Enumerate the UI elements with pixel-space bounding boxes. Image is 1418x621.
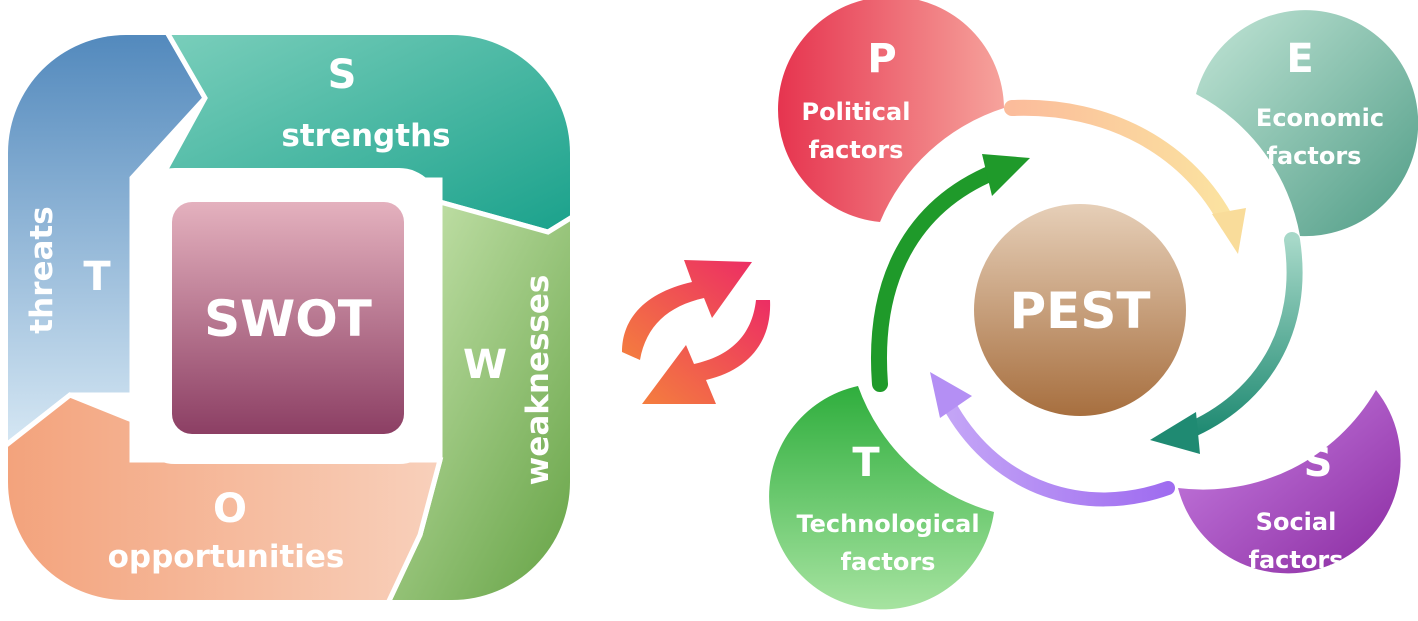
cycle-arrow-social-to-technological [945, 403, 1175, 507]
cycle-arrowhead-top [1212, 208, 1246, 254]
political-line1: Political [802, 98, 911, 126]
opportunities-segment [8, 392, 444, 600]
social-line2: factors [1249, 546, 1344, 574]
pest-panel: PEST P Political factors E Economic fact… [769, 0, 1418, 610]
strengths-letter: S [328, 52, 357, 98]
swot-core [172, 202, 404, 434]
cycle-arrowhead-right [1150, 412, 1200, 454]
technological-line1: Technological [796, 510, 979, 538]
pest-core [974, 204, 1186, 416]
social-bubble [1178, 390, 1401, 574]
technological-bubble [769, 386, 994, 610]
cycle-arrow-technological-to-political [871, 164, 1002, 392]
cycle-arrowhead-left [982, 154, 1030, 196]
weaknesses-label: weaknesses [520, 275, 556, 486]
economic-line1: Economic [1256, 104, 1384, 132]
political-bubble [778, 0, 1004, 222]
political-line2: factors [809, 136, 904, 164]
economic-letter: E [1286, 36, 1313, 82]
cycle-arrowhead-bottom [930, 372, 972, 418]
cycle-arrow-economic-to-social [1178, 232, 1303, 440]
social-line1: Social [1256, 508, 1337, 536]
social-letter: S [1304, 440, 1333, 486]
threats-label: threats [24, 206, 60, 333]
strengths-label: strengths [281, 118, 450, 154]
opportunities-label: opportunities [108, 539, 345, 575]
threats-letter: T [83, 254, 111, 300]
technological-letter: T [852, 440, 880, 486]
cycle-arrow-political-to-economic [1004, 99, 1236, 232]
exchange-arrows-icon [622, 260, 771, 404]
opportunities-letter: O [213, 486, 247, 532]
weaknesses-letter: W [463, 342, 507, 388]
swot-core-title: SWOT [204, 290, 372, 348]
technological-line2: factors [841, 548, 936, 576]
political-letter: P [867, 36, 896, 82]
exchange-arrow-lower [642, 300, 771, 404]
economic-line2: factors [1267, 142, 1362, 170]
exchange-arrow-upper [622, 260, 752, 360]
economic-bubble [1196, 10, 1418, 237]
pest-core-title: PEST [1010, 282, 1151, 340]
